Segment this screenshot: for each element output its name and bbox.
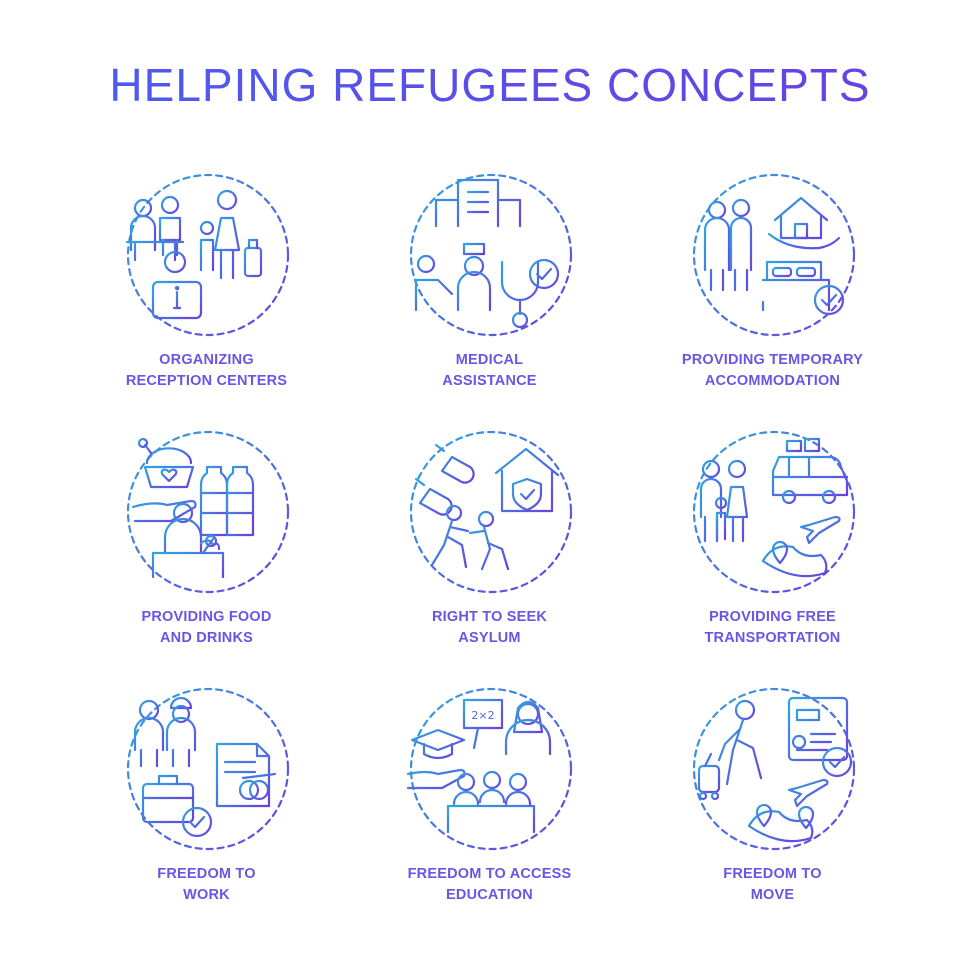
free-transportation-icon	[689, 427, 859, 597]
temporary-accommodation-icon	[689, 170, 859, 340]
medical-assistance-icon	[406, 170, 576, 340]
reception-center-icon	[123, 170, 293, 340]
board-text: 2×2	[471, 709, 494, 722]
asylum-icon	[406, 427, 576, 597]
food-drinks-icon	[123, 427, 293, 597]
move-icon	[689, 684, 859, 854]
page-title: HELPING REFUGEES CONCEPTS	[0, 58, 980, 112]
work-icon	[123, 684, 293, 854]
education-icon: 2×2	[406, 684, 576, 854]
